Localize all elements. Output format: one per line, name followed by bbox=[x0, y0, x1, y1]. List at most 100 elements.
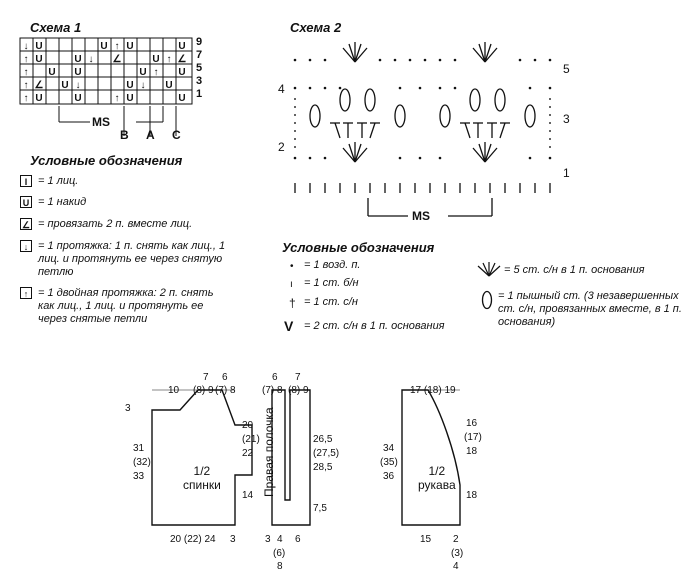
sleeve-dim: 34 bbox=[383, 443, 395, 454]
back-dim: 3 bbox=[125, 403, 131, 414]
svg-text:U: U bbox=[35, 93, 42, 104]
svg-text:↓: ↓ bbox=[76, 80, 81, 91]
svg-text:U: U bbox=[139, 67, 146, 78]
front-dim: (7) 8 bbox=[262, 385, 283, 396]
double-decrease-icon: ↑ bbox=[20, 287, 32, 299]
sleeve-dim: (17) bbox=[464, 432, 482, 443]
back-dim: (32) bbox=[133, 457, 151, 468]
front-dim: 7,5 bbox=[313, 503, 327, 514]
svg-text:↑: ↑ bbox=[24, 67, 29, 78]
front-dim: 3 bbox=[265, 534, 271, 545]
svg-text:U: U bbox=[74, 67, 81, 78]
two-dc-icon: V bbox=[284, 318, 294, 334]
front-dim: 4 bbox=[277, 534, 283, 545]
puff-stitch-icon bbox=[481, 290, 493, 310]
svg-text:U: U bbox=[178, 41, 185, 52]
back-dim: 3 bbox=[230, 534, 236, 545]
svg-text:U: U bbox=[178, 67, 185, 78]
sleeve-dim: (3) bbox=[451, 548, 464, 559]
legend2-item: = 1 возд. п. bbox=[304, 259, 361, 271]
row-number: 1 bbox=[196, 88, 203, 100]
svg-text:↑: ↑ bbox=[154, 67, 159, 78]
scheme2-row-label: 2 bbox=[278, 140, 285, 154]
back-dim: 20 (22) 24 bbox=[170, 534, 216, 545]
marker-c: C bbox=[172, 128, 181, 142]
back-dim: 31 bbox=[133, 443, 145, 454]
front-dim: 28,5 bbox=[313, 462, 333, 473]
back-dim: 33 bbox=[133, 471, 145, 482]
front-piece-label: Правая полочка bbox=[262, 407, 276, 497]
scheme1-title: Схема 1 bbox=[30, 20, 82, 35]
row-number: 3 bbox=[196, 75, 203, 87]
back-dim: 20 bbox=[242, 420, 254, 431]
yarn-over-icon: U bbox=[20, 196, 32, 208]
scheme2-title: Схема 2 bbox=[290, 20, 342, 35]
back-dim: 7 bbox=[203, 372, 209, 383]
scheme1-ms-label: MS bbox=[92, 115, 110, 129]
pattern-pieces bbox=[151, 389, 461, 526]
legend1-item: = 1 накид bbox=[38, 196, 87, 208]
back-dim: 10 bbox=[168, 385, 180, 396]
legend1-item: = 1 двойная протяжка: 2 п. снять как лиц… bbox=[38, 287, 214, 325]
front-dim: 7 bbox=[295, 372, 301, 383]
front-dim: (6) bbox=[273, 548, 286, 559]
svg-text:↓: ↓ bbox=[24, 41, 29, 52]
svg-text:∠: ∠ bbox=[35, 80, 44, 91]
back-dim: (21) bbox=[242, 434, 260, 445]
sleeve-label-fraction: 1/2 bbox=[428, 464, 446, 478]
legend2-heading: Условные обозначения bbox=[282, 240, 435, 255]
svg-text:↑: ↑ bbox=[167, 54, 172, 65]
sleeve-dim: 4 bbox=[453, 561, 459, 572]
svg-text:↑: ↑ bbox=[115, 93, 120, 104]
sleeve-dim: (35) bbox=[380, 457, 398, 468]
legend2-item: = 2 ст. с/н в 1 п. основания bbox=[304, 320, 445, 332]
row-number: 7 bbox=[196, 49, 203, 61]
svg-text:U: U bbox=[61, 80, 68, 91]
back-dim: 6 bbox=[222, 372, 228, 383]
scheme2-row-label: 4 bbox=[278, 82, 285, 96]
row-number: 9 bbox=[196, 36, 203, 48]
knit-symbol-icon: I bbox=[20, 175, 32, 187]
k2tog-icon: ∠ bbox=[20, 218, 32, 230]
svg-text:↑: ↑ bbox=[24, 54, 29, 65]
svg-text:U: U bbox=[74, 93, 81, 104]
sleeve-dim: 17 (18) 19 bbox=[410, 385, 456, 396]
front-dim: 6 bbox=[295, 534, 301, 545]
marker-b: B bbox=[120, 128, 129, 142]
single-crochet-icon: ı bbox=[290, 279, 293, 290]
slip-decrease-icon: ↓ bbox=[20, 240, 32, 252]
double-crochet-icon: † bbox=[289, 296, 296, 310]
legend1-item: = провязать 2 п. вместе лиц. bbox=[38, 218, 193, 230]
svg-text:U: U bbox=[178, 93, 185, 104]
front-dim: (8) 9 bbox=[288, 385, 309, 396]
back-label-text: спинки bbox=[183, 478, 221, 492]
sleeve-label-text: рукава bbox=[418, 478, 456, 492]
sleeve-dim: 18 bbox=[466, 446, 478, 457]
svg-text:↑: ↑ bbox=[115, 41, 120, 52]
row-number: 5 bbox=[196, 62, 203, 74]
svg-text:↓: ↓ bbox=[141, 80, 146, 91]
scheme2-row-label: 3 bbox=[563, 112, 570, 126]
back-piece-label: 1/2 спинки bbox=[183, 464, 221, 492]
front-dim: 8 bbox=[277, 561, 283, 572]
front-dim: 6 bbox=[272, 372, 278, 383]
svg-text:U: U bbox=[152, 54, 159, 65]
scheme2-ms-label: MS bbox=[412, 209, 430, 223]
svg-text:U: U bbox=[100, 41, 107, 52]
legend1-heading: Условные обозначения bbox=[30, 153, 183, 168]
legend2-item: = 5 ст. с/н в 1 п. основания bbox=[504, 264, 645, 276]
legend2-item: = 1 ст. с/н bbox=[304, 296, 358, 308]
back-dim: 22 bbox=[242, 448, 254, 459]
sleeve-dim: 36 bbox=[383, 471, 395, 482]
legend2-item: = 1 пышный ст. (3 незавершенных ст. с/н,… bbox=[498, 290, 682, 328]
sleeve-piece-label: 1/2 рукава bbox=[418, 464, 456, 492]
svg-text:↓: ↓ bbox=[89, 54, 94, 65]
back-dim: 14 bbox=[242, 490, 254, 501]
five-dc-fan-icon bbox=[477, 262, 501, 277]
svg-text:U: U bbox=[74, 54, 81, 65]
sleeve-dim: 2 bbox=[453, 534, 459, 545]
legend2-item: = 1 ст. б/н bbox=[304, 277, 359, 289]
svg-text:U: U bbox=[126, 80, 133, 91]
svg-text:U: U bbox=[35, 41, 42, 52]
